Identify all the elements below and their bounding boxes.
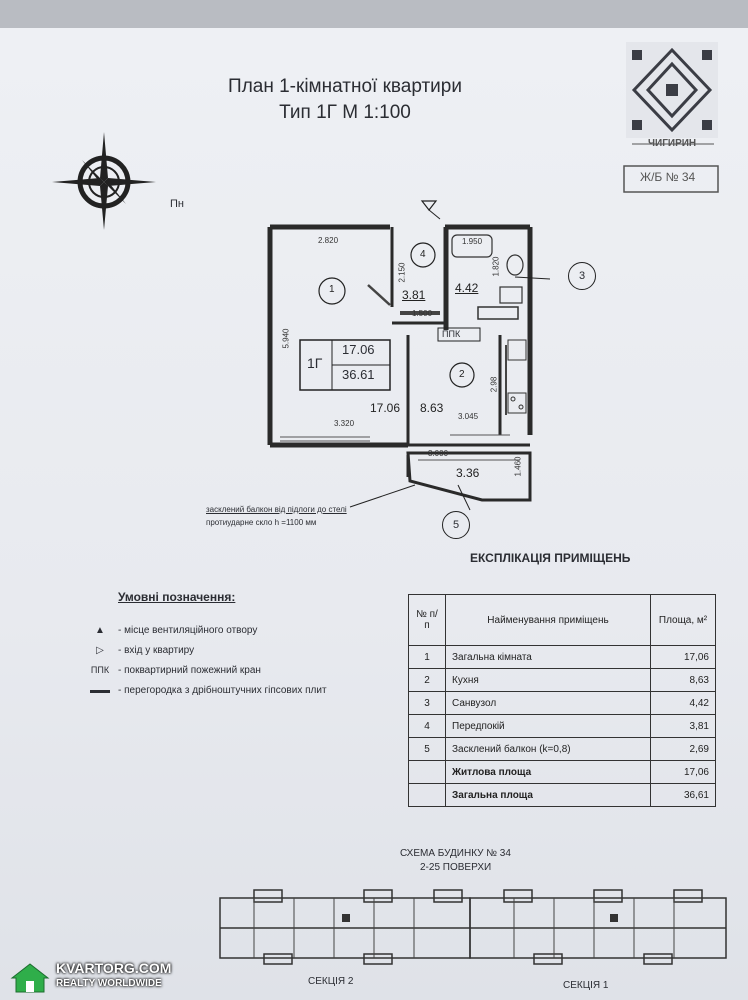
apartment-total-area: 36.61: [342, 367, 375, 382]
room-number: 4: [420, 249, 426, 260]
balcony-note: засклений балкон від підлоги до стелі: [206, 505, 347, 514]
partition-line-icon: ▬▬: [90, 684, 110, 696]
dim-label: 3.000: [428, 449, 449, 458]
dim-label: 1.820: [491, 256, 501, 277]
table-row: Загальна площа 36,61: [408, 783, 716, 807]
living-area-value: 17,06: [650, 760, 716, 784]
ppk-symbol: ППК: [90, 665, 110, 675]
room-area: 17.06: [370, 401, 401, 415]
dim-label: 1.500: [412, 309, 433, 318]
legend-item: ППК - поквартирний пожежний кран: [82, 660, 412, 680]
apartment-type: 1Г: [307, 355, 323, 371]
column-header: Найменування приміщень: [445, 594, 651, 646]
living-area-label: Житлова площа: [445, 760, 651, 784]
stamp: ЧИГИРИН Ж/Б № 34: [618, 40, 724, 200]
balcony-note: протиударне скло h =1100 мм: [206, 518, 317, 527]
entry-triangle-icon: ▷: [96, 644, 104, 656]
legend-item: ▲ - місце вентиляційного отвору: [82, 620, 412, 640]
room-number: 2: [459, 369, 465, 380]
building-scheme: [219, 889, 727, 965]
ornament-logo: [623, 42, 719, 193]
dim-label: 1.950: [462, 237, 483, 246]
total-area-label: Загальна площа: [445, 783, 651, 807]
vent-triangle-icon: ▲: [95, 624, 105, 636]
stamp-brand: ЧИГИРИН: [648, 138, 697, 149]
house-logo-icon: [10, 963, 50, 993]
watermark-site: KVARTORG.COM: [56, 960, 172, 976]
dim-label: 2.820: [318, 236, 339, 245]
ppk-label: ППК: [442, 329, 461, 339]
total-area-value: 36,61: [650, 783, 716, 807]
room-number: 5: [442, 511, 470, 539]
table-header-row: № п/п Найменування приміщень Площа, м²: [408, 594, 716, 646]
scheme-floors: 2-25 ПОВЕРХИ: [420, 862, 492, 873]
dim-label: 5.940: [281, 328, 291, 349]
table-row: 2 Кухня 8,63: [408, 668, 716, 692]
compass-rose-icon: [52, 132, 156, 230]
section-label: СЕКЦІЯ 2: [308, 976, 354, 987]
table-row: Житлова площа 17,06: [408, 760, 716, 784]
explication-title: ЕКСПЛІКАЦІЯ ПРИМІЩЕНЬ: [470, 551, 631, 565]
stamp-building: Ж/Б № 34: [640, 170, 696, 184]
room-area: 4.42: [455, 281, 479, 295]
room-area: 8.63: [420, 401, 444, 415]
scheme-title: СХЕМА БУДИНКУ № 34: [400, 848, 511, 859]
legend-title: Умовні позначення:: [118, 590, 236, 604]
plan-subtitle: Тип 1Г М 1:100: [279, 102, 411, 123]
dim-label: 3.320: [334, 419, 355, 428]
column-header: № п/п: [408, 594, 446, 646]
table-row: 1 Загальна кімната 17,06: [408, 645, 716, 669]
section-label: СЕКЦІЯ 1: [563, 980, 609, 991]
dim-label: 2.98: [489, 376, 499, 393]
apartment-living-area: 17.06: [342, 342, 375, 357]
column-header: Площа, м²: [650, 594, 716, 646]
north-label: Пн: [170, 198, 184, 210]
dim-label: 3.045: [458, 412, 479, 421]
legend-item: ▷ - вхід у квартиру: [82, 640, 412, 660]
table-row: 5 Засклений балкон (k=0,8) 2,69: [408, 737, 716, 761]
room-number: 1: [329, 284, 335, 295]
dim-label: 1.460: [513, 456, 523, 477]
watermark-tagline: REALTY WORLDWIDE: [56, 978, 162, 989]
dim-label: 2.150: [397, 262, 407, 283]
legend: ▲ - місце вентиляційного отвору ▷ - вхід…: [82, 620, 412, 700]
plan-title: План 1-кімнатної квартири: [228, 76, 462, 97]
room-area: 3.36: [456, 466, 480, 480]
room-area: 3.81: [402, 288, 426, 302]
table-row: 3 Санвузол 4,42: [408, 691, 716, 715]
legend-item: ▬▬ - перегородка з дрібноштучних гіпсови…: [82, 680, 412, 700]
room-number: 3: [568, 262, 596, 290]
floor-plan: [267, 200, 550, 511]
explication-table: № п/п Найменування приміщень Площа, м² 1…: [408, 594, 716, 807]
table-row: 4 Передпокій 3,81: [408, 714, 716, 738]
